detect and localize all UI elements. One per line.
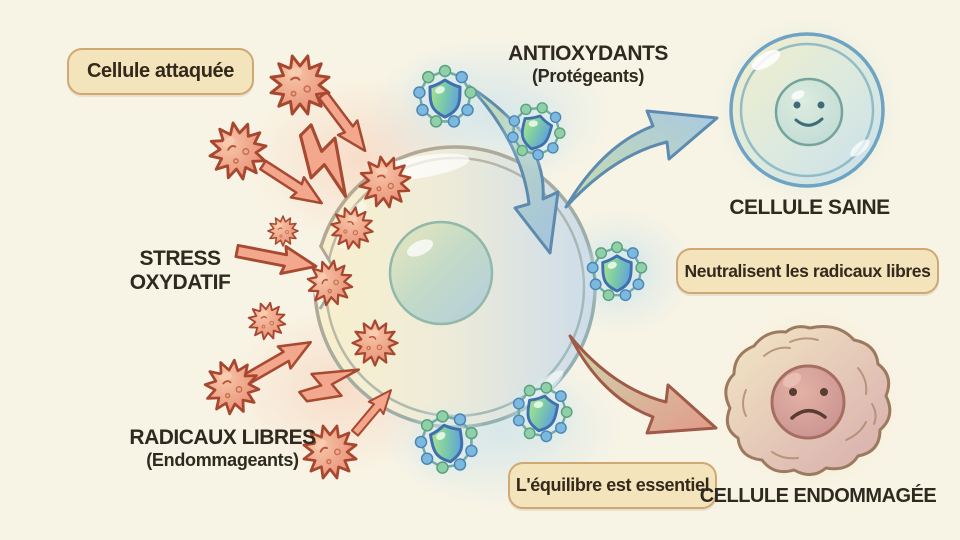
free-radicals-title: RADICAUX LIBRES	[129, 426, 316, 449]
attacked-cell-text: Cellule attaquée	[87, 60, 234, 82]
smile-face-icon	[794, 117, 824, 127]
sad-face-icon	[790, 409, 827, 420]
damaged-outcome-arrow	[568, 334, 718, 435]
wrinkle-lines	[742, 337, 877, 460]
damaged-cell-icon	[716, 306, 904, 494]
antioxidants-sub: (Protégeants)	[531, 65, 645, 86]
stress-line2: OXYDATIF	[129, 270, 231, 294]
free-radicals-sub: (Endommageants)	[146, 449, 299, 470]
attacked-cell-label: Cellule attaquée	[67, 48, 254, 95]
stress-line1: STRESS	[139, 247, 221, 270]
free-radicals-label: RADICAUX LIBRES (Endommageants)	[110, 426, 335, 470]
antioxidant-shield-icon	[575, 230, 659, 314]
neutralize-text: Neutralisent les radicaux libres	[684, 260, 931, 281]
antioxidant-shield-icon	[401, 53, 489, 141]
stress-oxydatif-label: STRESS OXYDATIF	[105, 247, 255, 294]
antioxidants-label: ANTIOXYDANTS (Protégeants)	[488, 42, 688, 86]
balance-label: L'équilibre est essentiel	[508, 462, 717, 509]
balance-text: L'équilibre est essentiel	[515, 475, 710, 495]
damaged-cell-label: CELLULE ENDOMMAGÉE	[698, 485, 938, 507]
nucleus	[388, 220, 494, 326]
neutralize-label: Neutralisent les radicaux libres	[676, 248, 939, 294]
healthy-cell-icon	[711, 14, 903, 206]
antioxidants-title: ANTIOXYDANTS	[508, 42, 668, 65]
healthy-cell-label: CELLULE SAINE	[722, 196, 897, 220]
healthy-cell-text: CELLULE SAINE	[729, 196, 890, 219]
damaged-cell-text: CELLULE ENDOMMAGÉE	[699, 485, 937, 507]
